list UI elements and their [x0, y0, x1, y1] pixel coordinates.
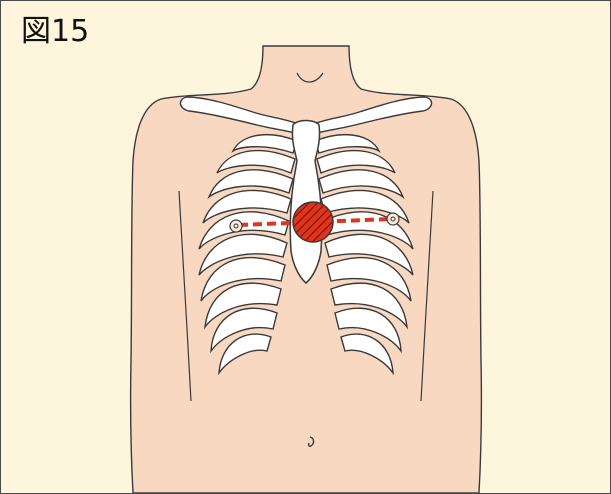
compression-point-icon	[293, 202, 333, 242]
figure-label: 図15	[21, 17, 89, 47]
right-nipple-marker	[387, 213, 399, 225]
left-nipple-marker	[230, 220, 242, 232]
